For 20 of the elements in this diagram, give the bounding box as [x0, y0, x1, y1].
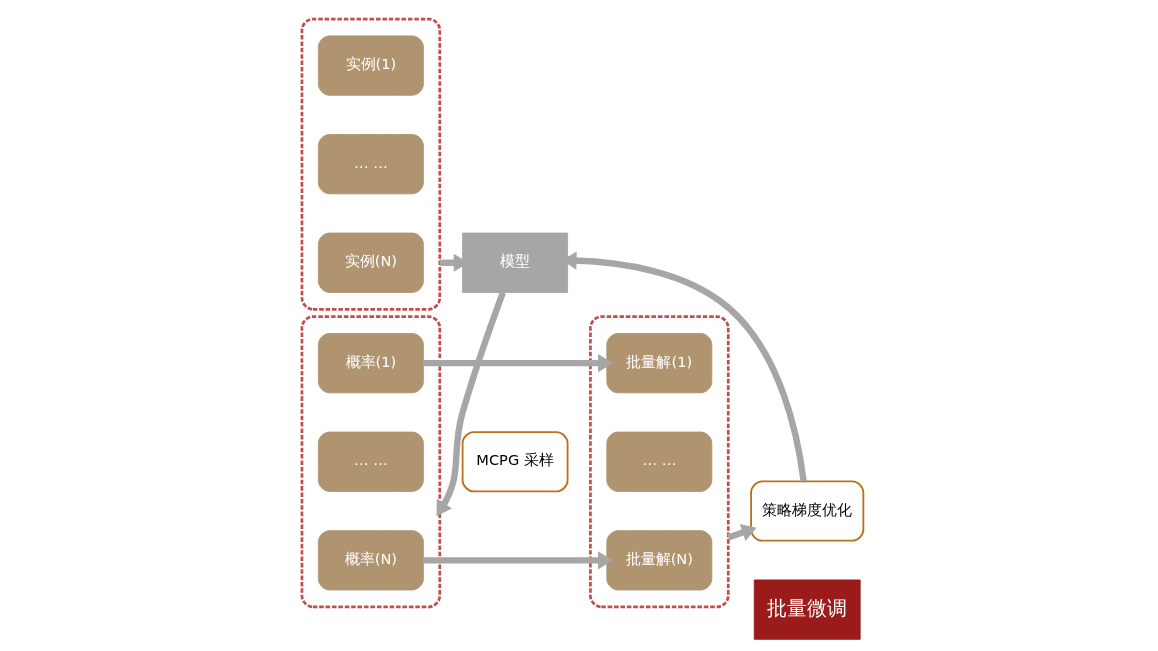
cluster — [300, 315, 442, 609]
node-box: 概率(N) — [317, 530, 424, 591]
node-box: 模型 — [462, 232, 569, 293]
arrow — [423, 551, 613, 570]
arrow — [436, 291, 506, 517]
node-box: … … — [606, 431, 713, 492]
node-box: … … — [317, 431, 424, 492]
node-box: 批量解(N) — [606, 530, 713, 591]
node-box: 实例(1) — [317, 35, 424, 96]
node-box: 批量解(1) — [606, 333, 713, 394]
arrow — [727, 523, 757, 542]
node-box: 概率(1) — [317, 333, 424, 394]
node-box: 策略梯度优化 — [750, 480, 865, 542]
node-box: … … — [317, 134, 424, 195]
node-box: 实例(N) — [317, 232, 424, 293]
node-box: MCPG 采样 — [461, 431, 569, 493]
cluster — [589, 315, 730, 609]
node-box: 批量微调 — [753, 579, 861, 640]
cluster — [300, 17, 442, 311]
arrow — [423, 354, 613, 373]
